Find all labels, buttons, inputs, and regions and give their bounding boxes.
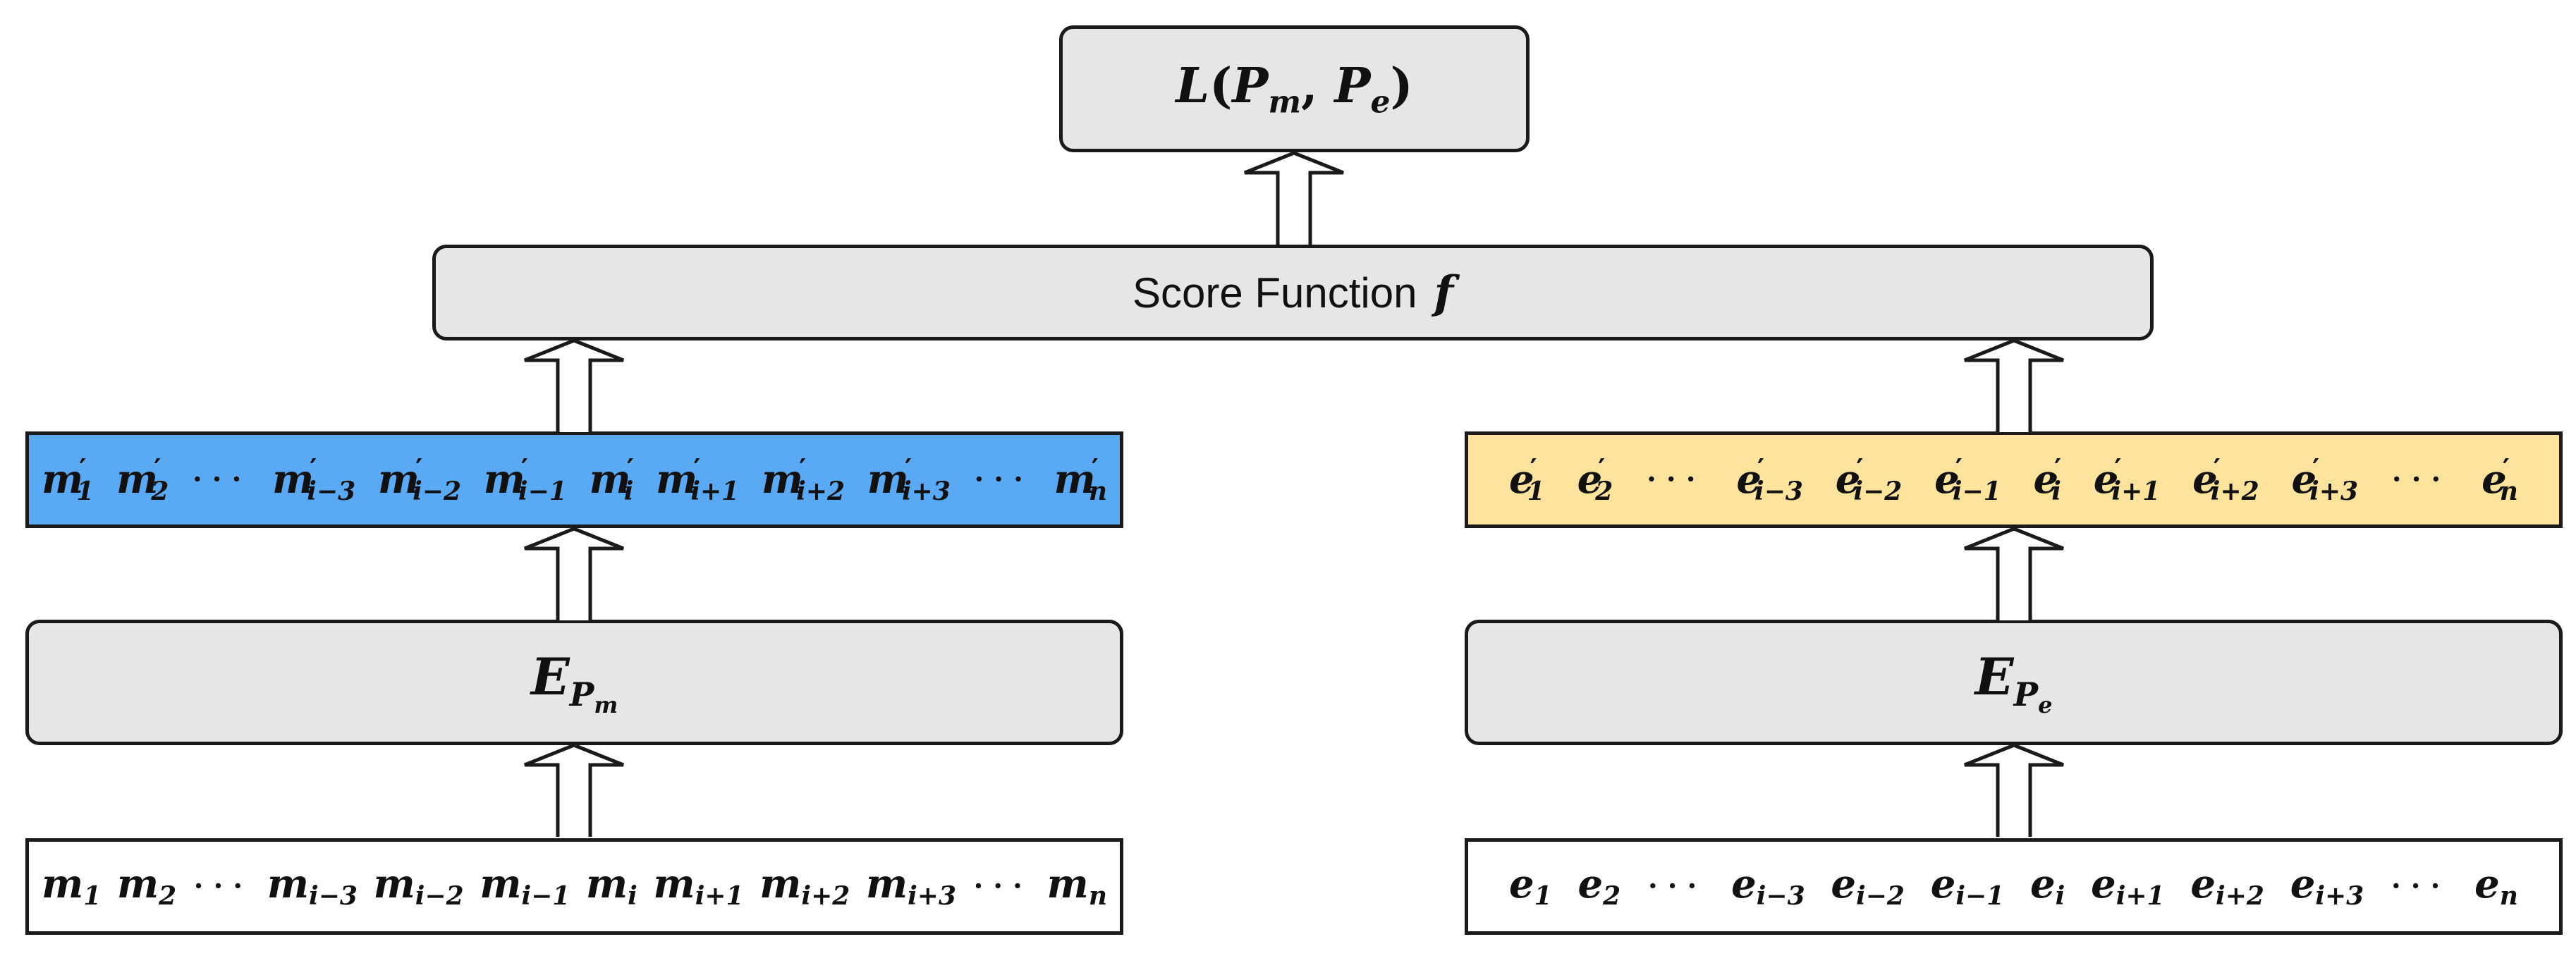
token-m-9: mi+3	[865, 860, 957, 912]
arrow-e-prime-to-score-icon	[1965, 341, 2063, 432]
score-function-label: Score Function	[1132, 269, 1417, 317]
arrow-e-input-to-encoder-icon	[1965, 745, 2063, 837]
token-m-3: mi−3	[267, 860, 358, 912]
prime-token-m-1: m′2	[116, 453, 169, 506]
loss-arg-a-sub: m	[1268, 84, 1301, 121]
arrow-m-prime-to-score-icon	[525, 341, 623, 432]
token-e-3: ei−3	[1731, 860, 1805, 912]
prime-token-e-11: e′n	[2482, 453, 2518, 506]
loss-open: (	[1209, 57, 1233, 114]
token-e-9: ei+3	[2290, 860, 2364, 912]
encoder-m-box: EPm	[25, 620, 1123, 745]
encoder-e-label: EPe	[1975, 646, 2053, 718]
ellipsis: ···	[1646, 863, 1706, 909]
encoder-m-label: EPm	[531, 646, 618, 718]
e-input-row: e1 e2 ··· ei−3 ei−2 ei−1 ei ei+1 ei+2 ei+3 ··· en	[1465, 838, 2563, 935]
prime-token-m-6: m′i	[589, 453, 634, 506]
prime-token-e-6: e′i	[2033, 453, 2062, 506]
prime-token-m-4: m′i−2	[377, 453, 461, 506]
ellipsis: ···	[2389, 863, 2449, 909]
prime-token-e-8: e′i+2	[2192, 453, 2259, 506]
arrow-score-to-loss-icon	[1245, 153, 1343, 245]
ellipsis: ···	[972, 863, 1031, 909]
m-input-row: m1 m2 ··· mi−3 mi−2 mi−1 mi mi+1 mi+2 mi+3 ··· mn	[25, 838, 1123, 935]
prime-token-e-4: e′i−2	[1835, 453, 1903, 506]
prime-token-m-9: m′i+3	[867, 453, 951, 506]
token-m-11: mn	[1046, 860, 1107, 912]
prime-token-e-3: e′i−3	[1736, 453, 1803, 506]
encoder-e-base: E	[1974, 646, 2014, 707]
arrow-encoder-e-to-e-prime-icon	[1965, 529, 2063, 620]
prime-token-m-7: m′i+1	[656, 453, 740, 506]
loss-arg-b-sub: e	[1370, 84, 1391, 121]
token-m-1: m2	[116, 860, 177, 912]
loss-comma: ,	[1301, 57, 1318, 114]
token-e-5: ei−1	[1930, 860, 2005, 912]
prime-token-m-5: m′i−1	[483, 453, 567, 506]
score-function-box: Score Function f	[432, 245, 2154, 341]
m-prime-tokens: m′1 m′2 ··· m′i−3 m′i−2 m′i−1 m′i m′i+1 m′i+2 m′i…	[29, 435, 1120, 525]
loss-label: L(Pm, Pe)	[1176, 58, 1412, 121]
ellipsis: ···	[192, 863, 252, 909]
loss-fn: L	[1176, 57, 1210, 114]
token-e-1: e2	[1577, 860, 1621, 912]
encoder-m-base: E	[530, 646, 570, 707]
token-e-4: ei−2	[1831, 860, 1905, 912]
encoder-e-box: EPe	[1465, 620, 2563, 745]
prime-token-m-8: m′i+2	[761, 453, 846, 506]
token-m-7: mi+1	[653, 860, 744, 912]
token-m-6: mi	[585, 860, 637, 912]
loss-arg-a: P	[1232, 57, 1269, 114]
token-e-0: e1	[1509, 860, 1552, 912]
loss-close: )	[1390, 57, 1413, 114]
encoder-e-subsub: e	[2038, 691, 2053, 718]
token-m-4: mi−2	[373, 860, 464, 912]
prime-ellipsis: ···	[190, 456, 250, 503]
prime-token-e-5: e′i−1	[1934, 453, 2001, 506]
prime-ellipsis: ···	[972, 456, 1032, 503]
e-tokens: e1 e2 ··· ei−3 ei−2 ei−1 ei ei+1 ei+2 ei+3 ··· en	[1468, 842, 2559, 931]
score-function-symbol: f	[1434, 266, 1454, 319]
encoder-m-sub: P	[569, 675, 594, 713]
loss-box: L(Pm, Pe)	[1059, 25, 1530, 152]
token-m-5: mi−1	[480, 860, 570, 912]
token-e-6: ei	[2030, 860, 2065, 912]
prime-token-e-7: e′i+1	[2093, 453, 2161, 506]
token-e-11: en	[2474, 860, 2518, 912]
prime-token-e-1: e′2	[1577, 453, 1613, 506]
loss-arg-b: P	[1334, 57, 1371, 114]
prime-token-m-0: m′1	[42, 453, 94, 506]
arrow-m-input-to-encoder-icon	[525, 745, 623, 837]
encoder-m-subsub: m	[594, 691, 618, 718]
e-prime-row: e′1 e′2 ··· e′i−3 e′i−2 e′i−1 e′i e′i+1 e′i+2 e′i…	[1465, 431, 2563, 528]
prime-ellipsis: ···	[2390, 456, 2450, 503]
m-prime-row: m′1 m′2 ··· m′i−3 m′i−2 m′i−1 m′i m′i+1 m′i+2 m′i…	[25, 431, 1123, 528]
m-tokens: m1 m2 ··· mi−3 mi−2 mi−1 mi mi+1 mi+2 mi+3 ··· mn	[29, 842, 1120, 931]
token-m-8: mi+2	[759, 860, 850, 912]
token-e-8: ei+2	[2190, 860, 2264, 912]
token-e-7: ei+1	[2091, 860, 2165, 912]
prime-token-m-11: m′n	[1054, 453, 1107, 506]
prime-token-m-3: m′i−3	[272, 453, 356, 506]
prime-token-e-0: e′1	[1509, 453, 1545, 506]
prime-ellipsis: ···	[1645, 456, 1704, 503]
e-prime-tokens: e′1 e′2 ··· e′i−3 e′i−2 e′i−1 e′i e′i+1 e′i+2 e′i…	[1468, 435, 2559, 525]
prime-token-e-9: e′i+3	[2291, 453, 2359, 506]
arrow-encoder-m-to-m-prime-icon	[525, 529, 623, 620]
token-m-0: m1	[42, 860, 102, 912]
encoder-e-sub: P	[2013, 675, 2039, 713]
